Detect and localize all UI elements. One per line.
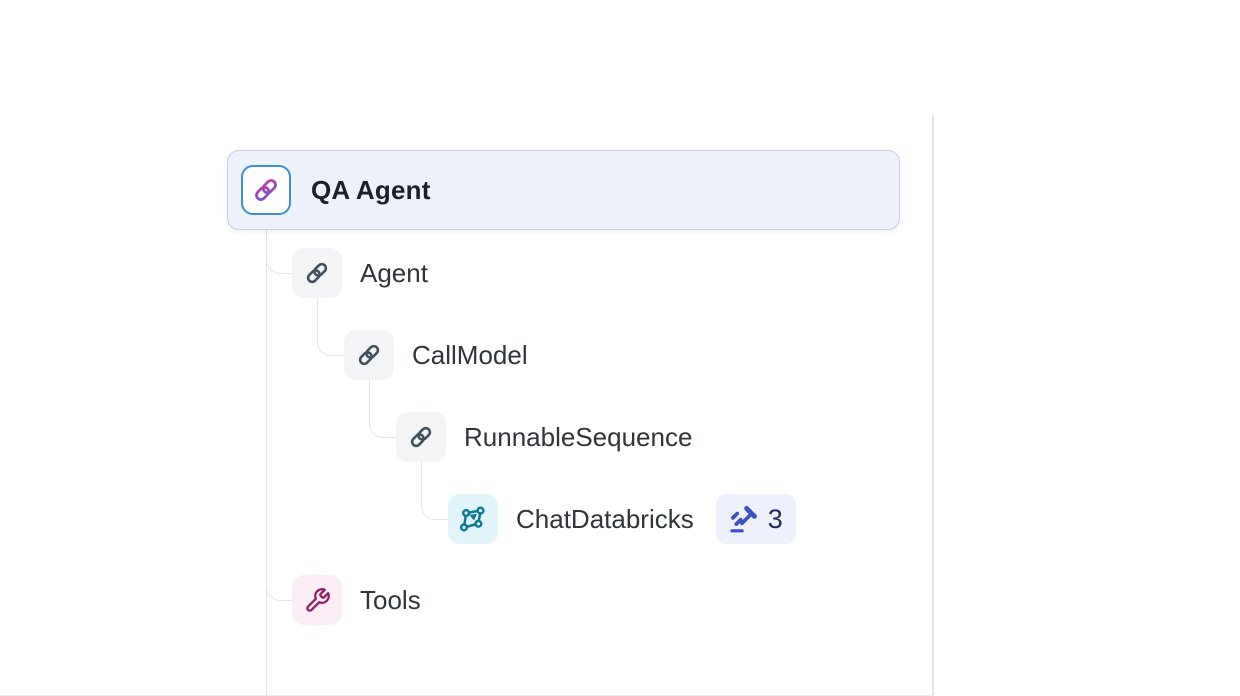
panel-bottom-border — [0, 694, 933, 696]
tree-connector — [266, 243, 293, 274]
span-label: CallModel — [412, 339, 528, 370]
chain-link-icon — [292, 248, 342, 298]
assessment-count-badge[interactable]: 3 — [715, 494, 796, 544]
chain-link-icon — [344, 330, 394, 380]
tree-connector — [266, 570, 293, 601]
chain-link-icon — [241, 165, 291, 215]
chain-link-icon — [396, 412, 446, 462]
span-row-callmodel[interactable]: CallModel — [344, 330, 528, 380]
span-row-runnablesequence[interactable]: RunnableSequence — [396, 412, 692, 462]
tree-connector — [420, 462, 450, 520]
span-row-tools[interactable]: Tools — [292, 575, 421, 625]
span-label: Agent — [360, 257, 428, 288]
tree-trunk-line — [266, 230, 267, 696]
span-label-root: QA Agent — [311, 174, 431, 205]
span-label: RunnableSequence — [464, 421, 693, 452]
tree-connector — [316, 298, 346, 356]
span-row-qa-agent[interactable]: QA Agent — [227, 150, 900, 230]
span-label: ChatDatabricks — [516, 503, 694, 534]
assessment-count: 3 — [767, 503, 783, 534]
span-label: Tools — [360, 584, 421, 615]
tree-connector — [368, 380, 398, 438]
model-graph-icon — [448, 494, 498, 544]
panel-resize-divider[interactable] — [932, 115, 934, 696]
gavel-icon — [729, 504, 759, 534]
span-row-chatdatabricks[interactable]: ChatDatabricks 3 — [448, 494, 796, 544]
span-row-agent[interactable]: Agent — [292, 248, 428, 298]
wrench-icon — [292, 575, 342, 625]
